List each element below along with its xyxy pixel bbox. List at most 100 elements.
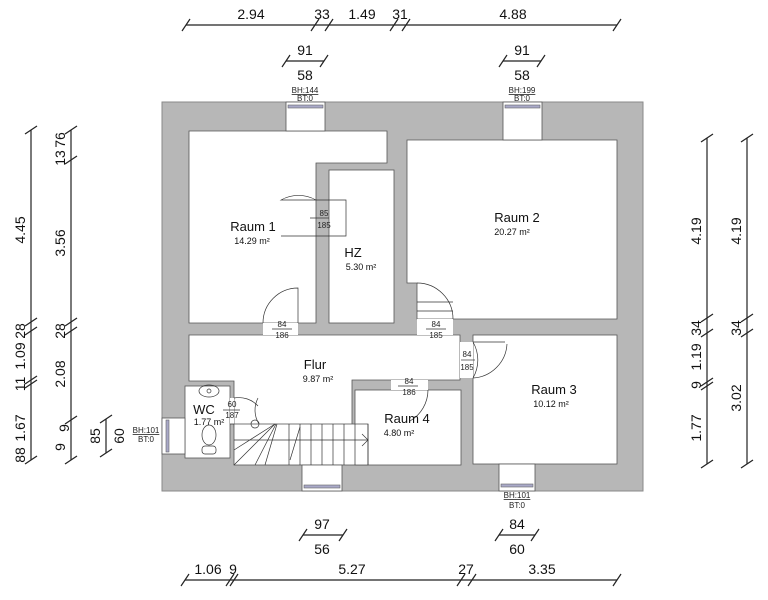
- dim-bottom-0: 1.06: [194, 561, 221, 577]
- door-raum3-flur-width: 84: [463, 350, 472, 359]
- dim-tick: [181, 18, 191, 32]
- sink-drain-icon: [206, 388, 212, 394]
- dim-tick: [298, 528, 308, 542]
- room-name-raum3: Raum 3: [531, 382, 577, 397]
- dim-tick: [740, 328, 754, 338]
- door-swing-raum1-hz: [279, 195, 317, 201]
- dim-tick: [536, 54, 546, 68]
- room-name-flur: Flur: [304, 357, 327, 372]
- door-opening-raum2-flur: [417, 319, 453, 335]
- window-top-left-bt: BT:0: [297, 94, 314, 103]
- dim-left-outer-6: 88: [12, 447, 28, 463]
- sink-icon: [198, 384, 220, 398]
- dim-right-inner-2: 3.02: [728, 384, 744, 411]
- dim-right-inner-1: 34: [728, 320, 744, 336]
- room-area-raum4: 4.80 m²: [384, 428, 415, 438]
- dim-tick: [180, 573, 190, 587]
- window-top-right-outer: 91: [514, 42, 530, 58]
- door-raum3-flur-height: 185: [460, 363, 474, 372]
- window-bottom-right-glass: [500, 483, 534, 488]
- dim-tick: [324, 18, 334, 32]
- dim-left-outer-4: 9: [56, 424, 72, 432]
- dim-tick: [467, 573, 477, 587]
- room-name-raum2: Raum 2: [494, 210, 540, 225]
- window-top-right-bh: BH:199: [509, 86, 536, 95]
- dim-tick: [319, 54, 329, 68]
- dim-tick: [281, 54, 291, 68]
- dim-tick: [700, 313, 714, 323]
- floor-raum1: [188, 130, 388, 324]
- stair-break-line: [289, 426, 301, 461]
- dim-tick: [700, 381, 714, 391]
- dim-left-outer-0: 4.45: [12, 216, 28, 243]
- stair-start-circle: [250, 419, 260, 429]
- dim-right-outer-3: 9: [688, 381, 704, 389]
- door-frame-raum1-hz: [281, 199, 347, 237]
- dim-tick: [700, 133, 714, 143]
- dim-tick: [64, 455, 78, 465]
- window-top-right-bt: BT:0: [514, 94, 531, 103]
- dim-tick: [740, 313, 754, 323]
- toilet-tank-icon: [201, 445, 217, 455]
- dim-top-3: 31: [392, 6, 408, 22]
- dim-bottom-3: 27: [458, 561, 474, 577]
- dim-tick: [530, 528, 540, 542]
- toilet-bowl-icon: [201, 424, 217, 446]
- dim-left-inner-0: 13: [52, 150, 68, 166]
- floor-stair: [233, 423, 369, 466]
- door-raum1-flur-height: 186: [275, 331, 289, 340]
- dim-tick: [24, 317, 38, 327]
- dim-tick: [612, 573, 622, 587]
- room-area-flur: 9.87 m²: [303, 374, 334, 384]
- dim-tick: [700, 328, 714, 338]
- dimension-right: 4.19 34 1.19 9 1.77 4.19 34 3.02: [688, 133, 754, 469]
- dim-left-outer-5: 1.67: [12, 414, 28, 441]
- doors: 85 185 84 186 84 185 84 185 84 186 60: [223, 195, 508, 425]
- window-bottom-right-bh: BH:101: [504, 491, 531, 500]
- window-left-wc-inner: 60: [111, 428, 127, 444]
- window-bottom-stair-outer: 97: [314, 516, 330, 532]
- dim-top-2: 1.49: [348, 6, 375, 22]
- dim-left-inner-2: 3.56: [52, 229, 68, 256]
- dim-tick: [740, 133, 754, 143]
- window-top-right-inner: 58: [514, 67, 530, 83]
- door-swing-wc-flur: [254, 397, 260, 425]
- dim-tick: [64, 155, 78, 165]
- dim-tick: [225, 573, 235, 587]
- windows: [161, 101, 543, 492]
- dim-tick: [498, 54, 508, 68]
- door-wc-flur-width: 60: [228, 400, 237, 409]
- room-area-raum3: 10.12 m²: [533, 399, 569, 409]
- window-top-left-inner: 58: [297, 67, 313, 83]
- window-bottom-right-outer: 84: [509, 516, 525, 532]
- door-arc-wc-flur: [230, 397, 259, 425]
- window-left-wc-bt: BT:0: [138, 435, 155, 444]
- dim-tick: [401, 18, 411, 32]
- dimension-left: 4.45 28 11 1.09 1.67 88 9 13 76 3.56 28 …: [12, 125, 127, 465]
- room-labels: Raum 1 14.29 m² HZ 5.30 m² Raum 2 20.27 …: [193, 210, 577, 438]
- window-left-wc-opening: [161, 417, 186, 455]
- dim-tick: [24, 375, 38, 385]
- dim-left-outer-3: 1.09: [12, 342, 28, 369]
- stair-direction-arrow-icon: [361, 433, 369, 447]
- dim-tick: [310, 18, 320, 32]
- window-left-wc-bh: BH:101: [133, 426, 160, 435]
- dim-right-inner-0: 4.19: [728, 217, 744, 244]
- window-bottom-stair-glass: [303, 484, 341, 489]
- dim-bottom-2: 5.27: [338, 561, 365, 577]
- window-bottom-stair-inner: 56: [314, 541, 330, 557]
- room-name-raum1: Raum 1: [230, 219, 276, 234]
- dim-left-inner-1: 76: [52, 132, 68, 148]
- dim-left-inner-3: 28: [52, 323, 68, 339]
- window-top-left-bh: BH:144: [292, 86, 319, 95]
- dim-tick: [64, 415, 78, 425]
- room-floors: [184, 130, 618, 466]
- dim-tick: [389, 18, 399, 32]
- dim-right-outer-4: 1.77: [688, 414, 704, 441]
- dim-tick: [229, 573, 239, 587]
- dim-tick: [99, 448, 113, 458]
- door-raum2-flur-height: 185: [429, 331, 443, 340]
- dim-top-4: 4.88: [499, 6, 526, 22]
- stair-winder-2: [233, 423, 276, 466]
- window-top-left-outer: 91: [297, 42, 313, 58]
